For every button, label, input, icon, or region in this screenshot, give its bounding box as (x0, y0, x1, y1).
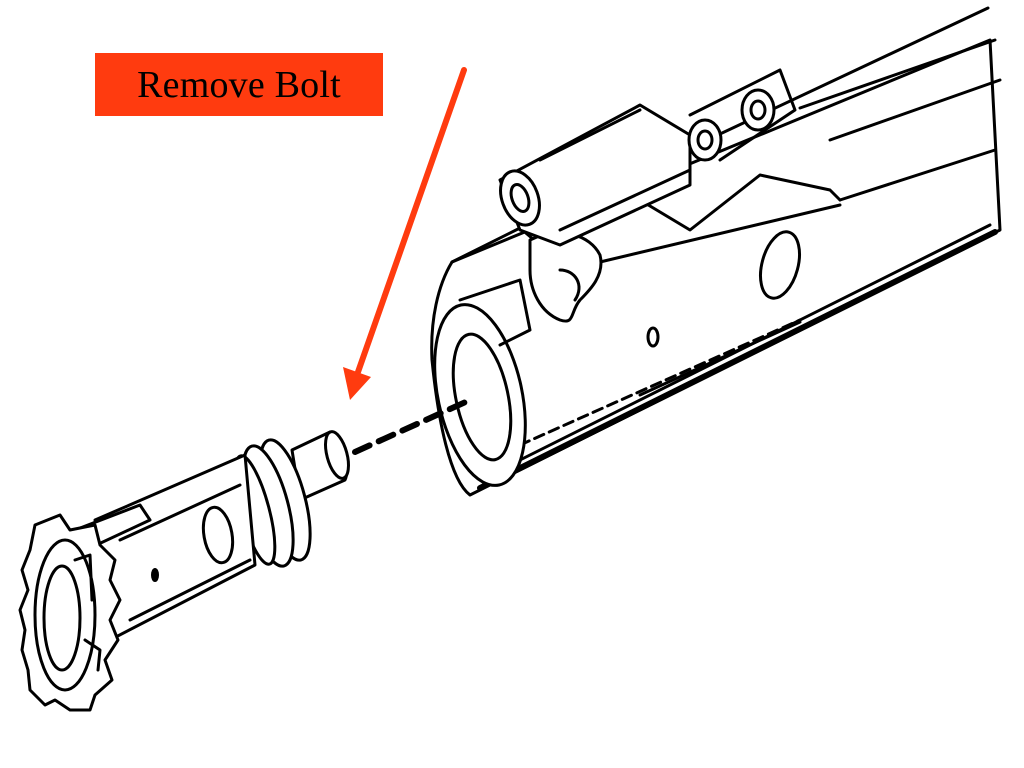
cam-pin-slot (528, 231, 603, 323)
assembly-axis-line (352, 397, 473, 455)
bolt-carrier (430, 6, 1002, 497)
bolt-carrier-bore-inner (451, 332, 513, 462)
bolt-face-lugs (18, 513, 122, 712)
bolt (18, 430, 350, 712)
bolt-carrier-seam (518, 318, 802, 447)
pointer-arrow-head (343, 367, 371, 400)
pointer-arrow (343, 67, 467, 400)
bolt-carrier-underside (477, 229, 998, 491)
carrier-small-hole (646, 326, 660, 348)
carrier-side-port (759, 230, 801, 300)
gas-key (498, 68, 797, 247)
bolt-cam-pin-hole (201, 505, 235, 565)
remove-bolt-label-text: Remove Bolt (137, 63, 341, 106)
remove-bolt-label: Remove Bolt (95, 53, 383, 116)
pointer-arrow-shaft (355, 67, 467, 375)
